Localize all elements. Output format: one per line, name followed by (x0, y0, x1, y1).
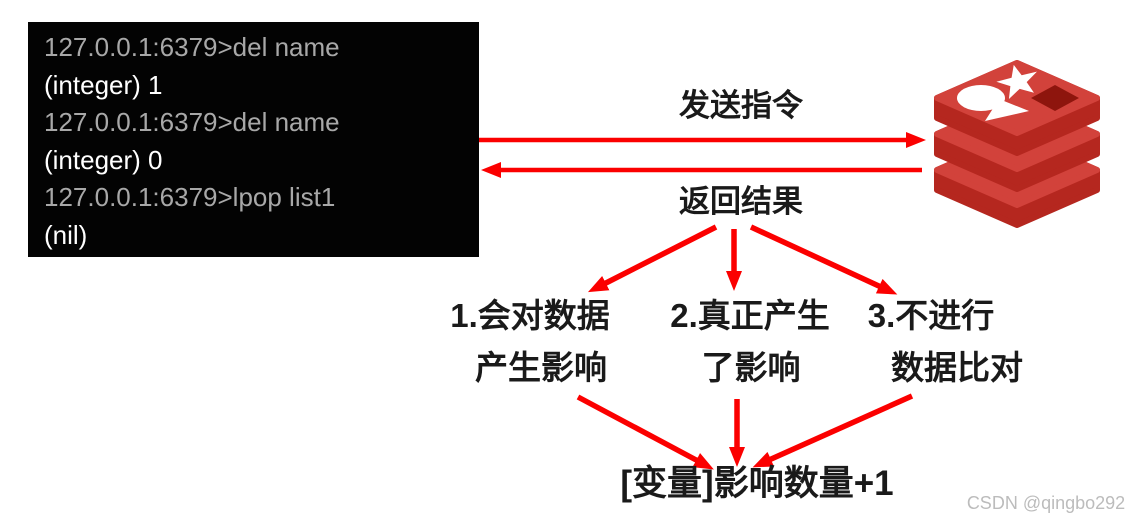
arrow-branch-reason-1 (587, 224, 718, 293)
redis-triangle-shape (985, 99, 1029, 121)
terminal-line-command: 127.0.0.1:6379>del name (44, 107, 340, 137)
return-result-label: 返回结果 (679, 184, 803, 219)
arrow-converge-3 (752, 393, 914, 468)
redis-database-icon (934, 60, 1100, 228)
redis-cli-terminal: 127.0.0.1:6379>del name (integer) 1 127.… (28, 22, 479, 257)
reason-2-line-2: 了影响 (701, 349, 801, 386)
variable-result-label: [变量]影响数量+1 (620, 464, 894, 503)
terminal-line-result: (integer) 1 (44, 69, 163, 100)
terminal-line-result: (integer) 0 (44, 144, 163, 175)
reason-1-line-2: 产生影响 (475, 349, 607, 386)
reason-1-line-1: 1.会对数据 (450, 297, 610, 334)
arrow-branch-reason-3 (749, 224, 898, 295)
redis-star-shape (996, 64, 1037, 99)
send-command-label: 发送指令 (679, 88, 803, 123)
redis-hole-shape (1031, 85, 1079, 111)
terminal-line-command: 127.0.0.1:6379>del name (44, 32, 340, 62)
arrow-converge-1 (576, 394, 714, 470)
reason-3-line-2: 数据比对 (891, 349, 1023, 386)
terminal-line-command: 127.0.0.1:6379>lpop list1 (44, 182, 336, 212)
csdn-watermark: CSDN @qingbo292 (966, 493, 1126, 513)
reason-2-line-1: 2.真正产生 (670, 297, 830, 334)
reason-3-line-1: 3.不进行 (867, 297, 995, 334)
redis-circle-shape (957, 85, 1005, 111)
terminal-line-result: (nil) (44, 219, 88, 250)
